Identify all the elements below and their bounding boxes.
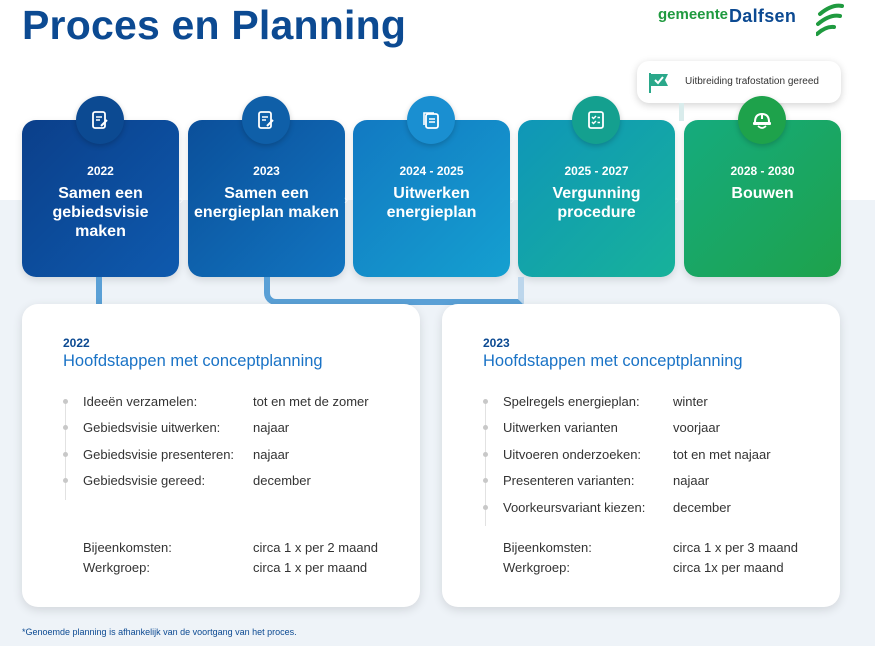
step-year: 2024 - 2025 (399, 164, 464, 178)
planning-card-2023: 2023 Hoofdstappen met conceptplanning Sp… (442, 304, 840, 607)
step-2023: 2023 Samen een energieplan maken (188, 120, 345, 277)
page-title: Proces en Planning (22, 2, 407, 48)
step-2025-2027: 2025 - 2027 Vergunning procedure (518, 120, 675, 277)
item-label: Voorkeursvariant kiezen: (503, 500, 646, 515)
step-2022: 2022 Samen een gebiedsvisie maken (22, 120, 179, 277)
item-label: Gebiedsvisie presenteren: (83, 447, 235, 462)
callout-text: Uitbreiding trafostation gereed (685, 76, 819, 87)
list-line (485, 400, 486, 526)
logo-word-dalfsen: Dalfsen (729, 6, 797, 26)
frequency-label: Werkgroep: (83, 560, 150, 575)
frequency-label: Bijeenkomsten: (83, 540, 172, 555)
frequency-value: circa 1x per maand (673, 560, 784, 575)
card-year: 2023 (483, 336, 510, 350)
bullet-dot (63, 452, 68, 457)
logo-swirl-icon (816, 3, 844, 36)
hardhat-icon (738, 96, 786, 144)
frequency-label: Werkgroep: (503, 560, 570, 575)
item-label: Gebiedsvisie uitwerken: (83, 420, 221, 435)
item-label: Presenteren varianten: (503, 473, 635, 488)
logo-word-gemeente: gemeente (658, 6, 729, 23)
flag-check-icon (649, 73, 668, 93)
connector-line (264, 277, 524, 305)
step-year: 2023 (253, 164, 280, 178)
chevron-right-icon: › (675, 192, 680, 207)
frequency-row: Werkgroep: circa 1x per maand (503, 560, 784, 578)
planning-card-2022: 2022 Hoofdstappen met conceptplanning Id… (22, 304, 420, 607)
bullet-dot (63, 399, 68, 404)
item-value: najaar (253, 420, 290, 435)
footnote: *Genoemde planning is afhankelijk van de… (22, 627, 297, 637)
item-label: Spelregels energieplan: (503, 394, 640, 409)
step-name: Bouwen (731, 185, 794, 202)
item-label: Uitvoeren onderzoeken: (503, 447, 642, 462)
step-2024-2025: 2024 - 2025 Uitwerken energieplan (353, 120, 510, 277)
bullet-dot (63, 425, 68, 430)
checklist-icon (572, 96, 620, 144)
frequency-value: circa 1 x per 3 maand (673, 540, 799, 555)
item-value: december (673, 500, 731, 515)
item-value: tot en met najaar (673, 447, 771, 462)
list-line (65, 400, 66, 500)
step-year: 2028 - 2030 (730, 164, 795, 178)
item-value: najaar (253, 447, 290, 462)
chevron-right-icon: › (510, 192, 515, 207)
step-year: 2025 - 2027 (564, 164, 629, 178)
document-pen-icon (242, 96, 290, 144)
step-2028-2030: 2028 - 2030 Bouwen (684, 120, 841, 277)
step-name: Uitwerken energieplan (386, 185, 477, 221)
card-heading: Hoofdstappen met conceptplanning (63, 352, 323, 370)
step-name: Samen een gebiedsvisie maken (52, 185, 149, 240)
frequency-value: circa 1 x per maand (253, 560, 368, 575)
item-label: Ideeën verzamelen: (83, 394, 198, 409)
milestone-callout: Uitbreiding trafostation gereed (637, 61, 841, 103)
frequency-row: Werkgroep: circa 1 x per maand (83, 560, 367, 578)
item-value: najaar (673, 473, 710, 488)
frequency-row: Bijeenkomsten: circa 1 x per 3 maand (503, 540, 798, 558)
connector-line (96, 277, 102, 305)
bullet-dot (483, 505, 488, 510)
step-name: Vergunning procedure (552, 185, 641, 221)
step-name: Samen een energieplan maken (194, 185, 339, 221)
step-year: 2022 (87, 164, 114, 178)
bullet-dot (483, 478, 488, 483)
item-value: tot en met de zomer (253, 394, 369, 409)
bullet-dot (63, 478, 68, 483)
chevron-right-icon: › (344, 192, 349, 207)
logo: gemeente Dalfsen (658, 2, 858, 42)
frequency-label: Bijeenkomsten: (503, 540, 592, 555)
item-label: Uitwerken varianten (503, 420, 618, 435)
chevron-right-icon: › (179, 192, 184, 207)
card-heading: Hoofdstappen met conceptplanning (483, 352, 743, 370)
item-label: Gebiedsvisie gereed: (83, 473, 206, 488)
frequency-value: circa 1 x per 2 maand (253, 540, 379, 555)
documents-icon (407, 96, 455, 144)
item-value: winter (673, 394, 708, 409)
document-pen-icon (76, 96, 124, 144)
item-value: december (253, 473, 311, 488)
bullet-dot (483, 452, 488, 457)
item-value: voorjaar (673, 420, 720, 435)
frequency-row: Bijeenkomsten: circa 1 x per 2 maand (83, 540, 378, 558)
card-year: 2022 (63, 336, 90, 350)
bullet-dot (483, 425, 488, 430)
bullet-dot (483, 399, 488, 404)
callout-connector (679, 103, 684, 121)
